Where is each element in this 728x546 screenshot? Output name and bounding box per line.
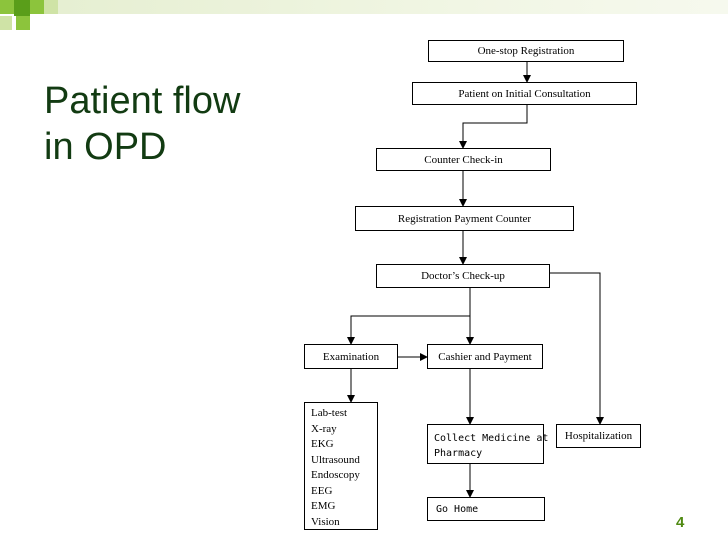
node-label: Collect Medicine at bbox=[434, 433, 549, 444]
test-item: EEG bbox=[311, 484, 333, 497]
node-label: Registration Payment Counter bbox=[397, 212, 532, 225]
test-item: Lab-test bbox=[311, 407, 348, 419]
test-item: EKG bbox=[311, 438, 334, 450]
test-item: Endoscopy bbox=[311, 469, 360, 481]
arrow bbox=[459, 105, 528, 149]
test-item: EMG bbox=[311, 500, 336, 512]
examination-box: Examination bbox=[304, 344, 398, 369]
node-label: Patient on Initial Consultation bbox=[458, 87, 591, 100]
initial-consultation-box: Patient on Initial Consultation bbox=[412, 82, 637, 105]
test-item: Ultrasound bbox=[311, 453, 360, 466]
node-label: One-stop Registration bbox=[477, 45, 575, 57]
node-label: Go Home bbox=[436, 503, 479, 515]
accent-square bbox=[14, 0, 30, 16]
node-label: Examination bbox=[322, 350, 380, 363]
accent-square bbox=[16, 16, 30, 30]
page-number: 4 bbox=[676, 514, 685, 531]
test-item: X-ray bbox=[311, 422, 337, 435]
collect-medicine-box: Collect Medicine at Pharmacy bbox=[427, 424, 548, 464]
registration-payment-counter-box: Registration Payment Counter bbox=[355, 206, 574, 231]
node-label: Pharmacy bbox=[434, 448, 483, 459]
slide-title: Patient flow in OPD bbox=[44, 78, 304, 170]
accent-square bbox=[30, 0, 44, 14]
accent-square bbox=[0, 16, 12, 30]
arrow bbox=[347, 315, 470, 345]
node-label: Cashier and Payment bbox=[438, 350, 532, 363]
one-stop-registration-box: One-stop Registration bbox=[428, 40, 624, 62]
doctors-check-up-box: Doctor’s Check-up bbox=[376, 264, 550, 288]
slide-title-line: in OPD bbox=[44, 126, 167, 168]
node-label: Counter Check-in bbox=[424, 153, 503, 166]
accent-square bbox=[0, 0, 14, 14]
top-decorative-bar bbox=[0, 0, 728, 32]
node-label: Hospitalization bbox=[564, 430, 633, 442]
tests-list-box: Lab-test X-ray EKG Ultrasound Endoscopy … bbox=[304, 402, 378, 530]
go-home-box: Go Home bbox=[427, 497, 545, 521]
slide-title-line: Patient flow bbox=[44, 80, 241, 122]
accent-square bbox=[44, 0, 58, 14]
arrow bbox=[550, 272, 604, 425]
node-label: Doctor’s Check-up bbox=[421, 270, 505, 282]
counter-check-in-box: Counter Check-in bbox=[376, 148, 551, 171]
cashier-and-payment-box: Cashier and Payment bbox=[427, 344, 543, 369]
test-item: Vision bbox=[311, 515, 340, 528]
accent-bar bbox=[58, 0, 728, 14]
hospitalization-box: Hospitalization bbox=[556, 424, 641, 448]
